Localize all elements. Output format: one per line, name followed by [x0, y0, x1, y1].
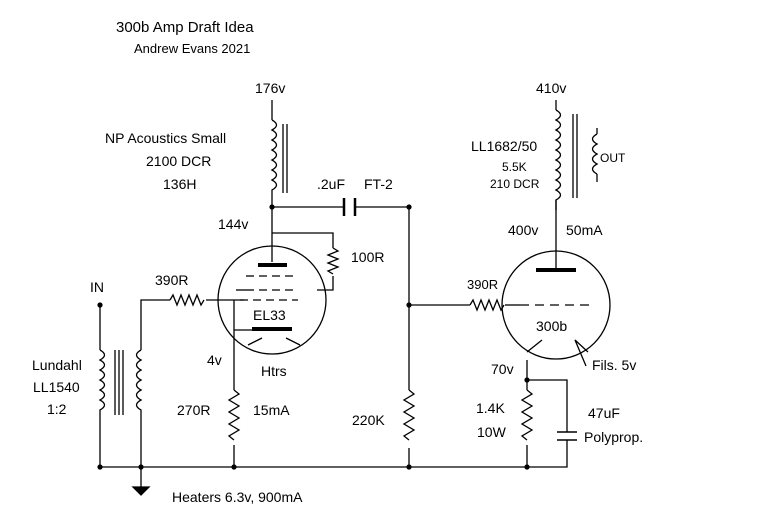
output-transformer-dcr-label: 210 DCR	[490, 177, 540, 191]
plate-choke	[270, 119, 288, 195]
output-transformer-model-label: LL1682/50	[471, 138, 537, 154]
junction-dot	[406, 464, 412, 470]
output-cathode-resistor-power-label: 10W	[477, 424, 507, 440]
output-tube-label: 300b	[536, 318, 567, 334]
choke-name-label: NP Acoustics Small	[105, 130, 226, 146]
driver-cathode-resistor	[227, 389, 241, 441]
coupling-cap-right-wire	[356, 206, 410, 390]
input-transformer-ratio-label: 1:2	[47, 401, 67, 417]
filaments-label: Fils. 5v	[592, 357, 636, 373]
junction-dot	[97, 464, 103, 470]
input-label: IN	[90, 279, 104, 295]
filament-left-wire	[526, 339, 543, 353]
output-tube	[501, 250, 611, 360]
diagram-author: Andrew Evans 2021	[134, 41, 250, 56]
bypass-cap-top-wire	[527, 379, 568, 432]
driver-heaters-label: Htrs	[261, 363, 287, 379]
filament-right-wire	[574, 339, 589, 367]
junction-dot	[524, 377, 530, 383]
input-transformer	[98, 349, 143, 415]
heaters-note-label: Heaters 6.3v, 900mA	[172, 489, 303, 505]
output-cathode-resistor	[520, 389, 534, 441]
b-plus-output-label: 410v	[536, 80, 566, 96]
output-transformer-impedance-label: 5.5K	[502, 160, 527, 174]
choke-inductance-label: 136H	[163, 176, 196, 192]
driver-grid-stopper-label: 390R	[155, 272, 188, 288]
driver-tube	[217, 245, 327, 355]
driver-heater-left-wire	[247, 337, 263, 346]
output-cathode-voltage-label: 70v	[491, 361, 514, 377]
junction-dot	[269, 204, 275, 210]
junction-dot	[406, 204, 412, 210]
driver-plate-voltage-label: 144v	[218, 216, 248, 232]
g2-wire	[272, 232, 334, 248]
g2-return-wire	[317, 276, 334, 291]
driver-cathode-voltage-label: 4v	[207, 352, 222, 368]
driver-grid-stopper	[169, 293, 205, 307]
junction-dot	[524, 464, 530, 470]
choke-dcr-label: 2100 DCR	[146, 153, 211, 169]
coupling-cap-type-label: FT-2	[364, 176, 393, 192]
g2-resistor-label: 100R	[351, 249, 384, 265]
junction-dot	[138, 464, 144, 470]
ground-symbol	[131, 486, 151, 496]
b-plus-driver-label: 176v	[255, 80, 285, 96]
output-plate-current-label: 50mA	[566, 222, 603, 238]
junction-dot	[406, 302, 412, 308]
coupling-capacitor	[342, 198, 357, 216]
driver-heater-right-wire	[285, 337, 301, 346]
coupling-cap-label: .2uF	[317, 176, 345, 192]
output-grid-stopper	[469, 298, 505, 312]
diagram-title: 300b Amp Draft Idea	[116, 19, 254, 36]
output-grid-stopper-label: 390R	[467, 277, 498, 292]
output-cathode-resistor-label: 1.4K	[476, 400, 505, 416]
grid-leak-resistor	[402, 389, 416, 441]
bypass-cap-bottom-wire	[527, 440, 568, 468]
grid-leak-resistor-label: 220K	[352, 412, 385, 428]
driver-cathode-resistor-label: 270R	[177, 402, 210, 418]
bypass-cap-type-label: Polyprop.	[584, 429, 643, 445]
driver-tube-label: EL33	[253, 307, 286, 323]
bypass-cap-label: 47uF	[588, 405, 620, 421]
output-terminal-label: OUT	[600, 151, 626, 165]
junction-dot	[97, 302, 103, 308]
junction-dot	[231, 464, 237, 470]
g2-resistor	[326, 247, 340, 275]
output-plate-voltage-label: 400v	[508, 222, 538, 238]
driver-cathode-current-label: 15mA	[253, 402, 290, 418]
input-transformer-name-label: Lundahl	[32, 357, 82, 373]
bypass-capacitor	[557, 431, 577, 441]
input-tx-secondary-top-wire	[140, 299, 170, 350]
output-transformer	[554, 109, 599, 210]
input-transformer-model-label: LL1540	[33, 379, 80, 395]
